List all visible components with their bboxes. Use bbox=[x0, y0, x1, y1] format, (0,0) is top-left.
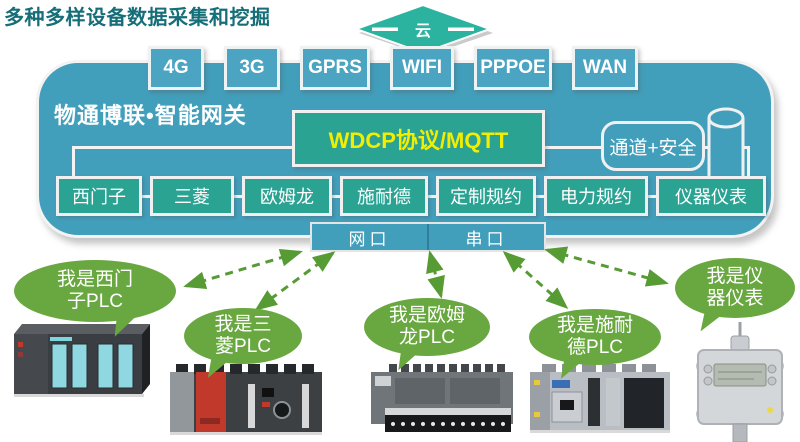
bubble-schneider: 我是施耐 德PLC bbox=[529, 309, 661, 383]
siemens-plc-image bbox=[14, 324, 150, 397]
driver-instrument: 仪器仪表 bbox=[656, 176, 766, 216]
driver-schneider: 施耐德 bbox=[340, 176, 428, 216]
driver-mitsubishi: 三菱 bbox=[150, 176, 234, 216]
bubble-mitsubishi: 我是三 菱PLC bbox=[184, 308, 302, 382]
bubble-text: 器仪表 bbox=[706, 288, 764, 309]
driver-siemens: 西门子 bbox=[56, 176, 142, 216]
driver-row: 西门子 三菱 欧姆龙 施耐德 定制规约 电力规约 仪器仪表 bbox=[56, 176, 766, 216]
bubble-text: 德PLC bbox=[567, 337, 623, 358]
driver-custom: 定制规约 bbox=[436, 176, 536, 216]
mitsubishi-plc-image bbox=[170, 364, 322, 435]
uplink-wan: WAN bbox=[572, 46, 638, 90]
gateway-name-label: 物通博联•智能网关 bbox=[54, 103, 247, 128]
driver-power: 电力规约 bbox=[544, 176, 648, 216]
driver-omron: 欧姆龙 bbox=[242, 176, 332, 216]
uplink-row: 4G 3G GPRS WIFI PPPOE WAN bbox=[148, 46, 638, 90]
uplink-wifi: WIFI bbox=[390, 46, 454, 90]
cloud-icon: 云 bbox=[353, 3, 493, 56]
connector-line bbox=[747, 146, 750, 198]
bubble-omron: 我是欧姆 龙PLC bbox=[364, 298, 490, 374]
cloud-label: 云 bbox=[415, 23, 431, 40]
wdcp-mqtt-protocol-box: WDCP协议/MQTT bbox=[292, 110, 545, 167]
bubble-text: 子PLC bbox=[67, 291, 123, 312]
bubble-text: 我是西门 bbox=[56, 269, 133, 291]
schneider-plc-image bbox=[530, 364, 670, 433]
connector-line bbox=[72, 146, 294, 149]
uplink-4g: 4G bbox=[148, 46, 204, 90]
connector-line bbox=[72, 146, 75, 198]
instrument-sensor-image bbox=[696, 322, 784, 442]
lan-port-cell: 网口 bbox=[312, 224, 429, 250]
bubble-instrument: 我是仪 器仪表 bbox=[675, 258, 795, 337]
omron-plc-image bbox=[371, 364, 513, 432]
uplink-pppoe: PPPOE bbox=[474, 46, 552, 90]
bubble-siemens: 我是西门 子PLC bbox=[14, 260, 176, 340]
serial-port-cell: 串口 bbox=[465, 229, 508, 249]
bubble-text: 我是欧姆 bbox=[388, 305, 465, 327]
page-title: 多种多样设备数据采集和挖掘 bbox=[4, 7, 271, 29]
uplink-3g: 3G bbox=[224, 46, 280, 90]
bubble-text: 我是三 bbox=[214, 314, 272, 336]
bubble-text: 龙PLC bbox=[399, 327, 455, 348]
uplink-gprs: GPRS bbox=[300, 46, 370, 90]
channel-security-box: 通道+安全 bbox=[601, 121, 705, 171]
bubble-text: 我是施耐 bbox=[556, 315, 633, 337]
connector-line bbox=[544, 146, 602, 149]
bubble-text: 我是仪 bbox=[706, 266, 764, 288]
bubble-text: 菱PLC bbox=[215, 336, 271, 357]
port-strip: 网口 串口 bbox=[310, 222, 546, 252]
